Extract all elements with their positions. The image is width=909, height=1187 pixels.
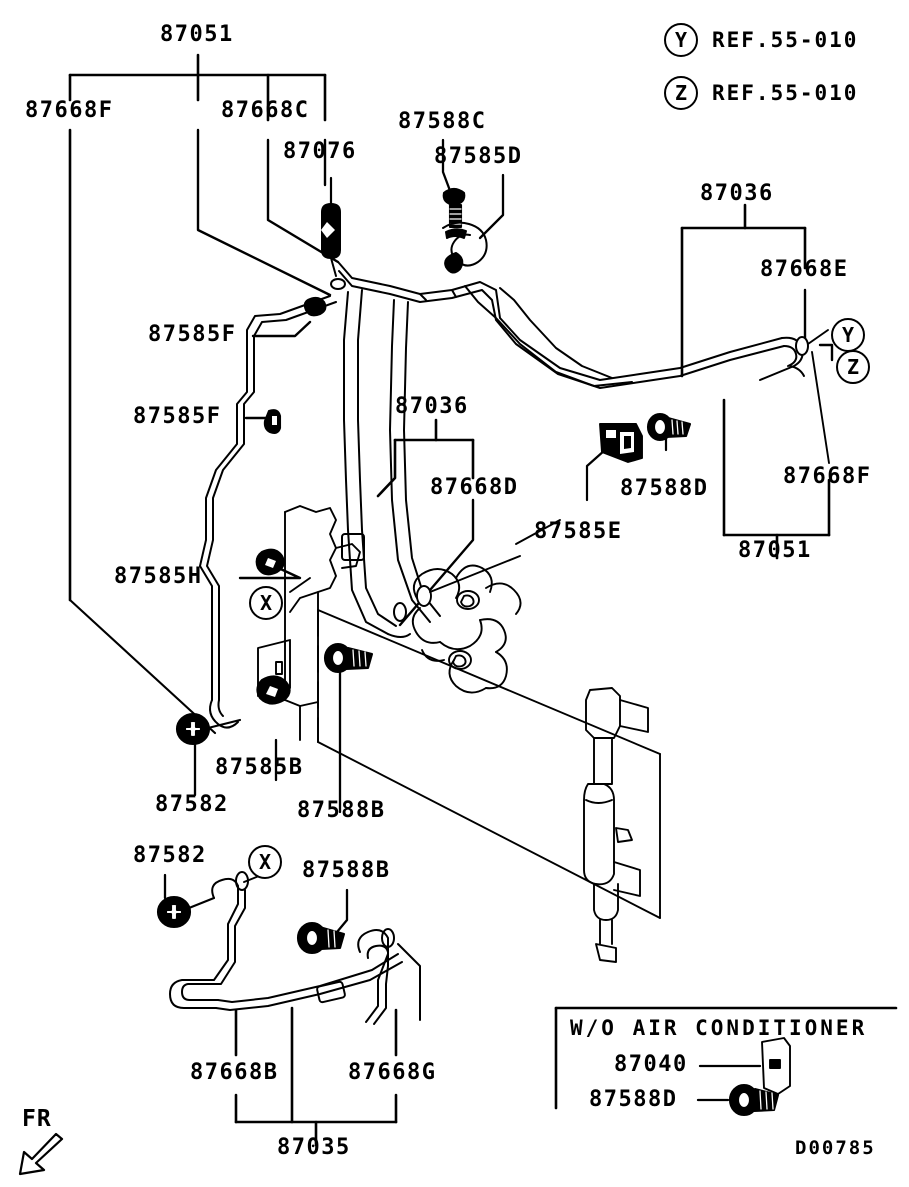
part-label-87588C: 87588C xyxy=(398,109,487,134)
leader-87668F-right xyxy=(811,351,830,464)
bracket-87051-top xyxy=(68,53,327,122)
fr-arrow xyxy=(18,1132,64,1176)
part-label-87036-right: 87036 xyxy=(700,181,774,206)
reference-label-Y: REF.55-010 xyxy=(712,28,859,52)
part-label-87668C: 87668C xyxy=(221,98,310,123)
part-label-87588D-main: 87588D xyxy=(620,476,709,501)
part-label-87585D: 87585D xyxy=(434,144,523,169)
bracket-87035 xyxy=(234,1006,398,1147)
part-87582-grommet-lower xyxy=(156,895,216,929)
callout-circle-Z-legend: Z xyxy=(664,76,698,110)
inset-title: W/O AIR CONDITIONER xyxy=(570,1016,868,1040)
part-label-87585F-lower: 87585F xyxy=(133,404,222,429)
part-87588D-inset-bolt xyxy=(728,1083,780,1117)
part-87588B-bolt-upper xyxy=(323,642,374,674)
part-label-87582-lower: 87582 xyxy=(133,843,207,868)
leader-87585F-upper xyxy=(251,320,312,338)
part-label-87035: 87035 xyxy=(277,1135,351,1160)
leader-87588C xyxy=(441,138,454,198)
drawing-number: D00785 xyxy=(795,1137,876,1159)
pipe-assembly-upper-left xyxy=(199,295,337,729)
callout-circle-Y-legend: Y xyxy=(664,23,698,57)
pipe-assembly-mid-right xyxy=(464,285,633,387)
part-87588C-bolt xyxy=(442,187,466,229)
leader-87051-mid xyxy=(196,128,332,297)
leader-87585E xyxy=(585,448,607,502)
hose-assembly-lower-right xyxy=(357,928,421,1025)
callout-circle-X-lower: X xyxy=(248,845,282,879)
bracket-panel-left xyxy=(257,505,361,743)
reference-label-Z: REF.55-010 xyxy=(712,81,859,105)
leader-87585D xyxy=(478,173,505,240)
part-label-87040-inset: 87040 xyxy=(614,1052,688,1077)
hose-assembly-lower xyxy=(169,871,403,1011)
compressor-assembly xyxy=(411,519,561,694)
part-label-87585F-upper: 87585F xyxy=(148,322,237,347)
leader-Y-circle xyxy=(807,329,829,345)
part-label-87588D-inset: 87588D xyxy=(589,1087,678,1112)
bracket-87036-center xyxy=(376,418,475,498)
hose-assembly-center2 xyxy=(389,299,441,623)
part-label-87036-center: 87036 xyxy=(395,394,469,419)
part-label-87051-right: 87051 xyxy=(738,538,812,563)
callout-circle-Y-diagram: Y xyxy=(831,318,865,352)
part-label-87051-top: 87051 xyxy=(160,22,234,47)
bracket-87668F-right xyxy=(818,343,834,362)
part-87588B-bolt-lower xyxy=(296,921,346,955)
part-label-87585B: 87585B xyxy=(215,755,304,780)
part-label-87076: 87076 xyxy=(283,139,357,164)
part-label-87585H: 87585H xyxy=(114,564,203,589)
inset-box xyxy=(554,1006,898,1110)
part-label-87588B-upper: 87588B xyxy=(297,798,386,823)
part-label-87582-upper: 87582 xyxy=(155,792,229,817)
part-87585B-clamp xyxy=(256,675,291,705)
part-label-87668B: 87668B xyxy=(190,1060,279,1085)
part-label-87588B-lower: 87588B xyxy=(302,858,391,883)
bracket-87051-right xyxy=(722,398,831,560)
callout-circle-Z-diagram: Z xyxy=(836,350,870,384)
part-87585H-clamp xyxy=(255,548,285,576)
part-87040-inset-bracket xyxy=(761,1037,791,1095)
receiver-drier xyxy=(583,687,649,963)
part-87585F-clamp-lower xyxy=(263,409,282,434)
part-label-87668F-topleft: 87668F xyxy=(25,98,114,123)
pipe-assembly-upper-right xyxy=(338,262,785,389)
part-label-87668F-right: 87668F xyxy=(783,464,872,489)
pipe-assembly-right-end xyxy=(759,336,809,381)
hose-assembly-center xyxy=(341,289,411,638)
part-87076-valve xyxy=(321,203,346,290)
leader-87668D xyxy=(398,498,475,627)
part-87582-grommet-upper xyxy=(175,712,242,746)
orientation-label-fr: FR xyxy=(22,1106,52,1132)
leader-X-upper xyxy=(289,577,311,593)
callout-circle-X-upper: X xyxy=(249,586,283,620)
part-label-87668G: 87668G xyxy=(348,1060,437,1085)
part-87585E-clamp xyxy=(599,423,643,463)
part-label-87585E: 87585E xyxy=(534,519,623,544)
leader-87668C xyxy=(266,138,340,264)
part-label-87668E: 87668E xyxy=(760,257,849,282)
part-87588D-bolt xyxy=(646,412,692,442)
bracket-87036-right xyxy=(680,203,807,378)
part-label-87668D: 87668D xyxy=(430,475,519,500)
part-87585D-clamp xyxy=(442,221,488,274)
